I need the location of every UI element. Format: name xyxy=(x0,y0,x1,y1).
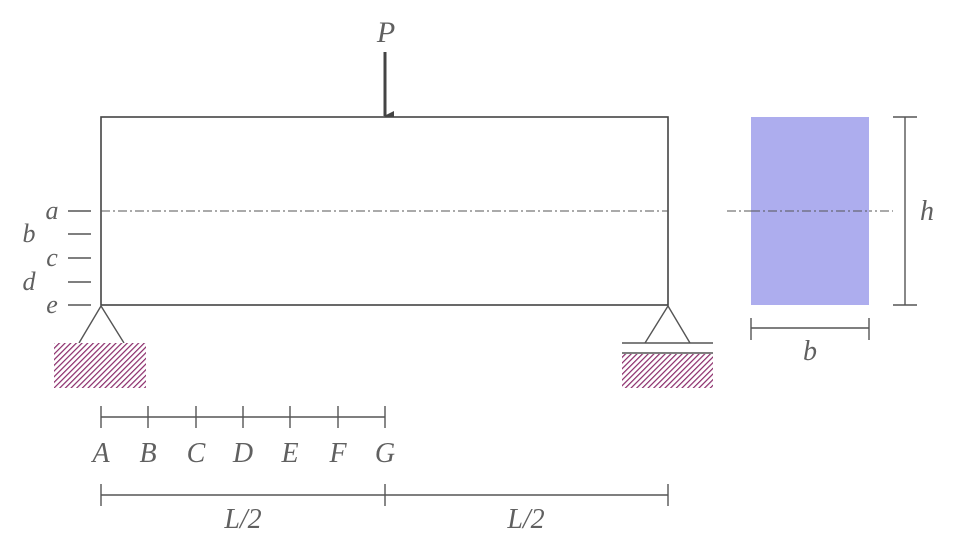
point-label-G: G xyxy=(375,438,395,469)
load-label: P xyxy=(376,16,395,49)
left-pin-support xyxy=(54,304,146,388)
layer-label-b: b xyxy=(23,219,36,248)
point-label-C: C xyxy=(187,438,206,469)
span-label-left: L/2 xyxy=(223,504,261,535)
right-roller-support xyxy=(622,304,713,388)
left-ground-hatch xyxy=(54,343,146,388)
span-label-right: L/2 xyxy=(506,504,544,535)
point-ruler xyxy=(100,406,386,428)
layer-label-e: e xyxy=(46,290,58,319)
span-dimension xyxy=(100,484,669,506)
layer-label-c: c xyxy=(46,243,58,272)
right-ground-hatch xyxy=(622,354,713,388)
layer-label-d: d xyxy=(23,267,37,296)
width-label: b xyxy=(803,336,817,367)
point-label-A: A xyxy=(90,438,110,469)
point-label-B: B xyxy=(139,438,156,469)
point-label-F: F xyxy=(328,438,347,469)
width-dimension xyxy=(750,318,870,340)
height-label: h xyxy=(920,196,934,227)
layer-ticks xyxy=(68,210,91,306)
point-label-D: D xyxy=(232,438,253,469)
layer-label-a: a xyxy=(46,196,59,225)
point-label-E: E xyxy=(280,438,298,469)
height-dimension xyxy=(893,116,917,306)
